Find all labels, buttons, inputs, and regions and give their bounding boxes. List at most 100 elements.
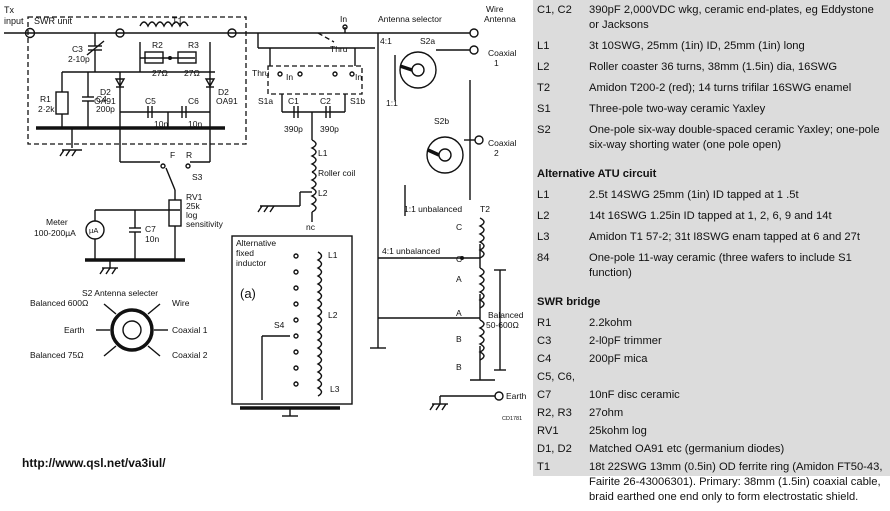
s1-in-left: In bbox=[286, 72, 293, 82]
alt-inductor-box bbox=[231, 235, 353, 405]
l1-label: L1 bbox=[318, 148, 328, 158]
part-ref: L3 bbox=[537, 231, 550, 243]
part-desc: Roller coaster 36 turns, 38mm (1.5in) di… bbox=[589, 61, 838, 73]
wire-antenna-label-1: Wire bbox=[486, 4, 504, 14]
t2-winding-c bbox=[478, 217, 485, 259]
atu-parts-list: L1 2.5t 14SWG 25mm (1in) ID tapped at 1 .… bbox=[533, 188, 890, 287]
tx-input-label: Tx bbox=[4, 5, 14, 15]
part-desc: Matched OA91 etc (germanium diodes) bbox=[589, 443, 785, 455]
coax1-label-1: Coaxial bbox=[488, 48, 516, 58]
s2-legend-wire: Wire bbox=[172, 298, 190, 308]
swr-unit-box bbox=[27, 16, 247, 145]
antenna-selector-label: Antenna selector bbox=[378, 14, 442, 24]
l2-label: L2 bbox=[318, 188, 328, 198]
part-ref: 84 bbox=[537, 252, 550, 264]
wire-antenna-label-2: Antenna bbox=[484, 14, 516, 24]
part-ref: S2 bbox=[537, 124, 551, 136]
tap-c-2: C bbox=[456, 254, 462, 264]
part-ref: L2 bbox=[537, 61, 550, 73]
roller-coil-label: Roller coil bbox=[318, 168, 355, 178]
s1-in-top: In bbox=[340, 14, 347, 24]
s2b-switch bbox=[426, 136, 464, 174]
nc-label: nc bbox=[306, 222, 316, 232]
c1-label: C1 bbox=[288, 96, 299, 106]
balanced-label-1: Balanced bbox=[488, 310, 524, 320]
rv1-value: 25k bbox=[186, 201, 200, 211]
rv1-label: RV1 bbox=[186, 192, 203, 202]
meter-range: 100-200µA bbox=[34, 228, 76, 238]
coax2-label-2: 2 bbox=[494, 148, 499, 158]
atu-section-title: Alternative ATU circuit bbox=[537, 168, 657, 180]
part-ref: L1 bbox=[537, 189, 550, 201]
s2-legend-balanced75: Balanced 75Ω bbox=[30, 350, 84, 360]
s1b-label: S1b bbox=[350, 96, 365, 106]
part-ref: T1 bbox=[537, 461, 551, 473]
tap-c-1: C bbox=[456, 222, 462, 232]
part-desc: Amidon T1 57-2; 31t I8SWG enam tapped at… bbox=[589, 231, 860, 243]
part-desc: 2.5t 14SWG 25mm (1in) ID tapped at 1 .5t bbox=[589, 189, 799, 201]
d2-right-value: OA91 bbox=[216, 96, 238, 106]
part-ref: RV1 bbox=[537, 425, 559, 437]
t2-winding-b bbox=[478, 319, 485, 361]
part-desc: 27ohm bbox=[589, 407, 624, 419]
t2-11-label: 1:1 unbalanced bbox=[404, 204, 462, 214]
s2-title: S2 Antenna selecter bbox=[82, 288, 158, 298]
s3-reverse-label: R bbox=[186, 150, 192, 160]
r2-label: R2 bbox=[152, 40, 163, 50]
r3-value: 27Ω bbox=[184, 68, 200, 78]
part-desc: 200pF mica bbox=[589, 353, 648, 365]
part-desc: 3t 10SWG, 25mm (1in) ID, 25mm (1in) long bbox=[589, 40, 805, 52]
coax1-connector bbox=[469, 45, 479, 55]
s1-thru-top: Thru bbox=[330, 44, 348, 54]
r1-value: 2·2k bbox=[38, 104, 55, 114]
s3-forward-label: F bbox=[170, 150, 175, 160]
alt-inductor-coil bbox=[316, 251, 323, 397]
alt-title-1: Alternative bbox=[236, 238, 276, 248]
r2-value: 27Ω bbox=[152, 68, 168, 78]
s1-gang bbox=[267, 65, 363, 95]
c3-value: 2-10p bbox=[68, 54, 90, 64]
meter-label: Meter bbox=[46, 217, 68, 227]
part-row: S2 One-pole six-way double-spaced ceramic… bbox=[533, 123, 890, 153]
c1-value: 390p bbox=[284, 124, 303, 134]
s3-label: S3 bbox=[192, 172, 203, 182]
c2-value: 390p bbox=[320, 124, 339, 134]
c3-label: C3 bbox=[72, 44, 83, 54]
tap-b-2: B bbox=[456, 362, 462, 372]
s2b-label: S2b bbox=[434, 116, 449, 126]
part-desc: Three-pole two-way ceramic Yaxley bbox=[589, 103, 766, 115]
t1-connector-left bbox=[115, 28, 125, 38]
rv1-log: log bbox=[186, 210, 198, 220]
part-ref: C4 bbox=[537, 353, 552, 365]
part-ref: D1, D2 bbox=[537, 443, 572, 455]
s2-legend-coax2: Coaxial 2 bbox=[172, 350, 208, 360]
coax2-connector bbox=[474, 135, 484, 145]
s2-legend-coax1: Coaxial 1 bbox=[172, 325, 208, 335]
part-ref: C1, C2 bbox=[537, 4, 572, 16]
c4-value: 200p bbox=[96, 104, 115, 114]
alt-l2-label: L2 bbox=[328, 310, 338, 320]
s4-label: S4 bbox=[274, 320, 285, 330]
r1-label: R1 bbox=[40, 94, 51, 104]
part-desc: 10nF disc ceramic bbox=[589, 389, 680, 401]
l2-roller-coil bbox=[310, 171, 317, 213]
r3-label: R3 bbox=[188, 40, 199, 50]
part-row: C5, C6, bbox=[533, 370, 890, 385]
coax1-label-2: 1 bbox=[494, 58, 499, 68]
alt-l1-label: L1 bbox=[328, 250, 338, 260]
part-ref: C3 bbox=[537, 335, 552, 347]
part-row: L2 Roller coaster 36 turns, 38mm (1.5in) … bbox=[533, 60, 890, 75]
part-desc: One-pole six-way double-spaced ceramic Y… bbox=[589, 124, 880, 151]
part-desc: 25kohm log bbox=[589, 425, 647, 437]
c6-label: C6 bbox=[188, 96, 199, 106]
tap-a-1: A bbox=[456, 274, 462, 284]
